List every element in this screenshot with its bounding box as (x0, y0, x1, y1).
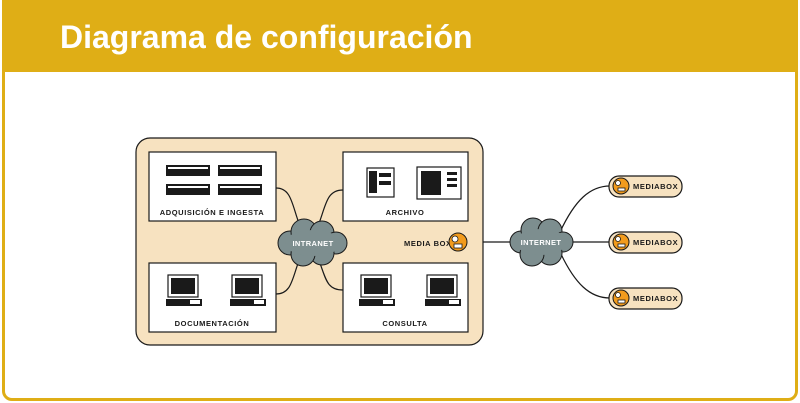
mediabox-icon (612, 233, 630, 251)
workstation-icon (230, 274, 266, 306)
internet-cloud: INTERNET (509, 217, 574, 267)
remote-mediabox-2: MEDIABOX (608, 231, 683, 254)
box-archivo: ARCHIVO (342, 151, 469, 222)
mediabox-icon (612, 289, 630, 307)
intranet-label: INTRANET (292, 239, 333, 248)
box-documentacion-label: DOCUMENTACIÓN (175, 319, 250, 328)
mediabox-local-label: MEDIA BOX (404, 239, 452, 248)
mediabox-remote-label: MEDIABOX (633, 294, 678, 303)
box-consulta-label: CONSULTA (382, 319, 427, 328)
internet-label: INTERNET (521, 238, 562, 247)
header-bar (2, 0, 798, 72)
intranet-cloud: INTRANET (277, 218, 348, 267)
mediabox-remote-label: MEDIABOX (633, 238, 678, 247)
workstation-icon (359, 274, 395, 306)
workstation-icon (166, 274, 202, 306)
remote-mediabox-3: MEDIABOX (608, 287, 683, 310)
mediabox-remote-label: MEDIABOX (633, 182, 678, 191)
box-archivo-label: ARCHIVO (386, 208, 425, 217)
box-ingesta: ADQUISICIÓN E INGESTA (148, 151, 277, 222)
page-title: Diagrama de configuración (60, 19, 473, 55)
storage-library-icon (416, 166, 462, 200)
tape-decks-icon (166, 165, 262, 195)
workstation-icon (425, 274, 461, 306)
remote-mediabox-1: MEDIABOX (608, 175, 683, 198)
box-consulta: CONSULTA (342, 262, 469, 333)
box-documentacion: DOCUMENTACIÓN (148, 262, 277, 333)
mediabox-icon (612, 177, 630, 195)
server-icon (366, 167, 395, 198)
mediabox-icon (448, 232, 468, 252)
box-ingesta-label: ADQUISICIÓN E INGESTA (160, 208, 265, 217)
